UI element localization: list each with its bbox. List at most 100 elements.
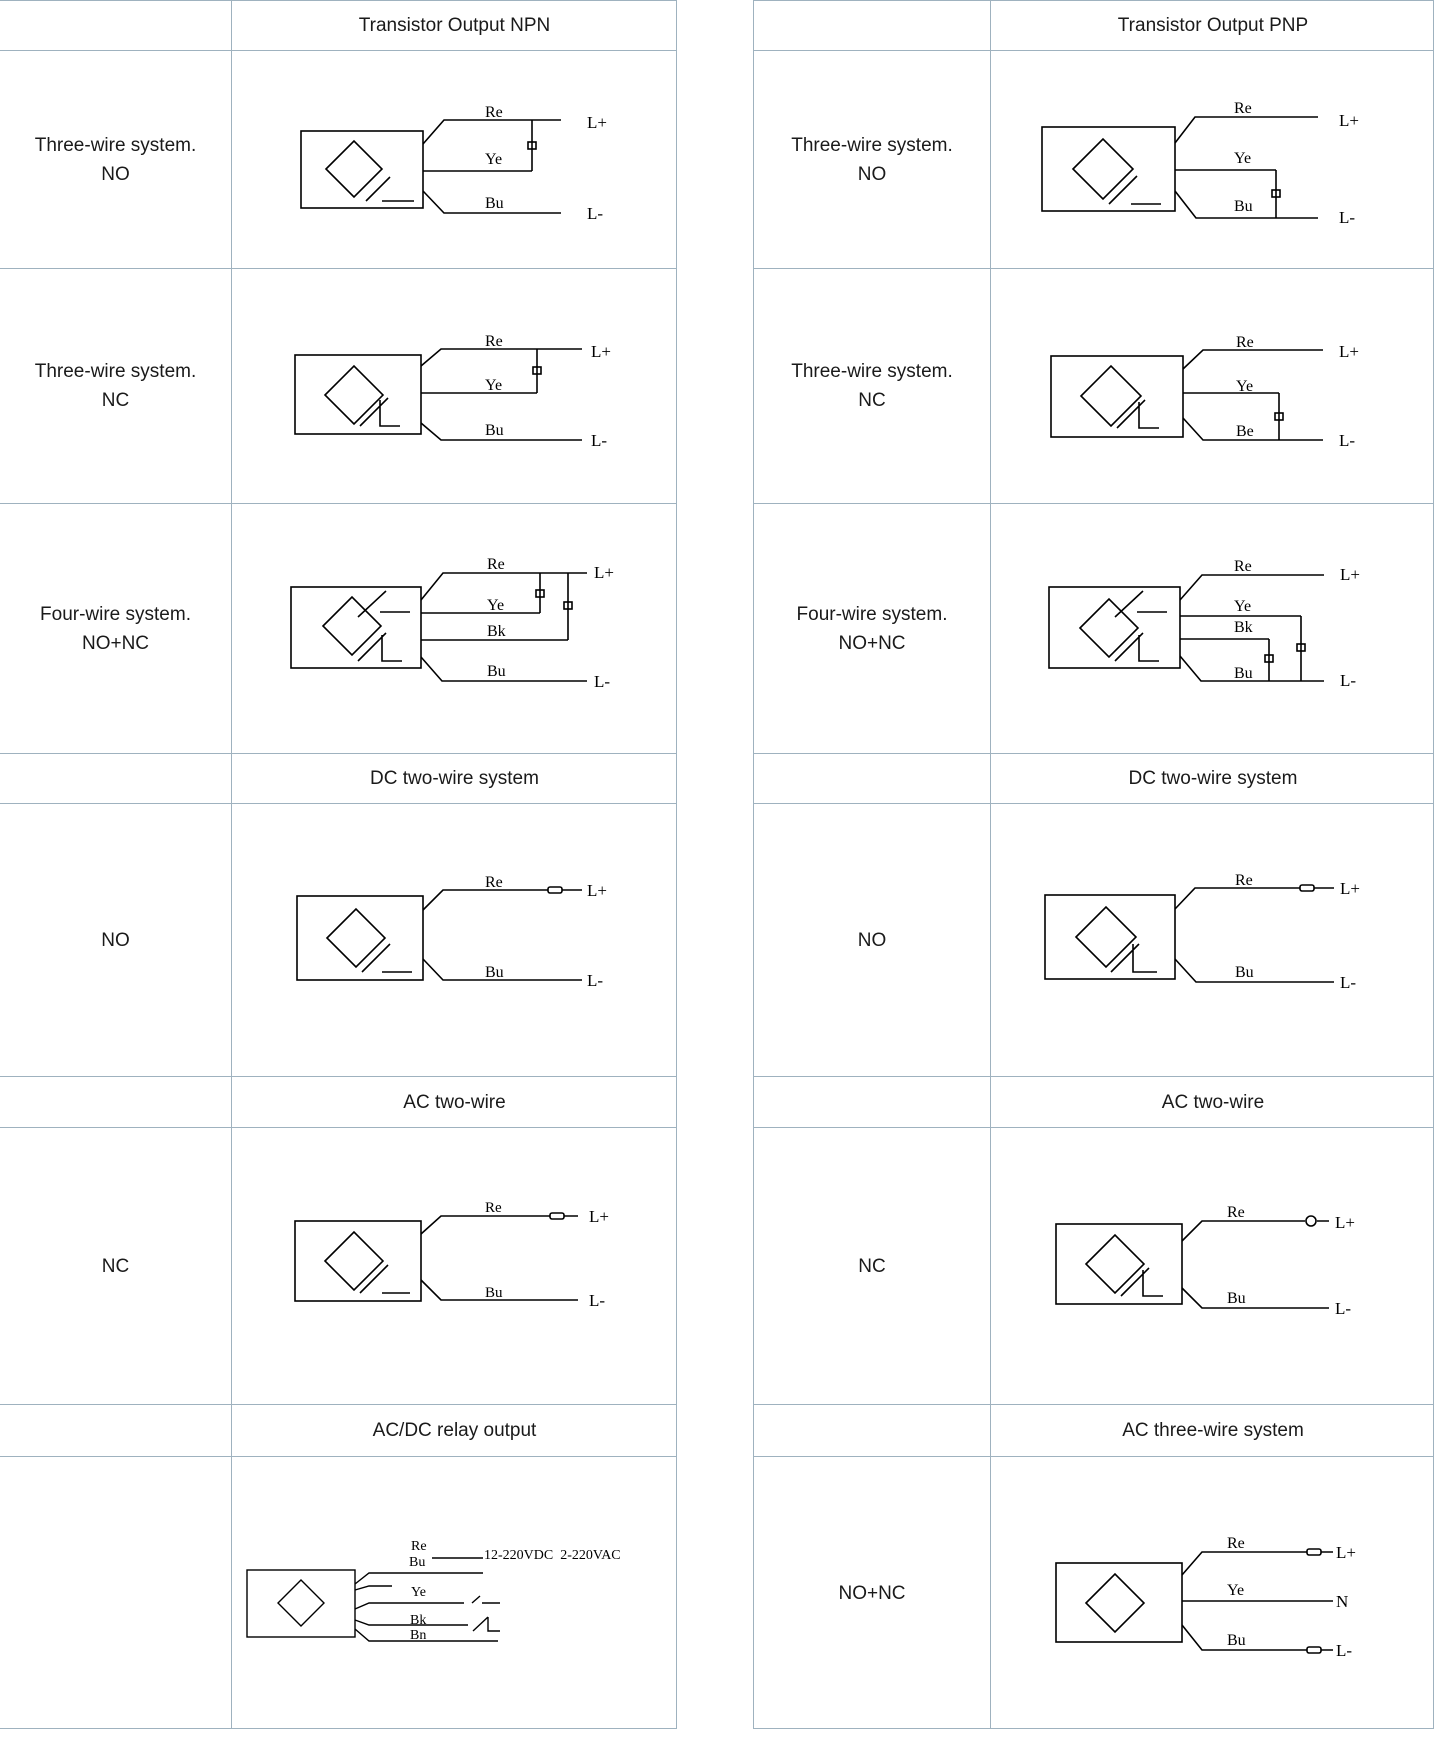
row-divider [0, 753, 676, 754]
wire-label: Bk [1234, 619, 1253, 636]
wire-label: Re [485, 104, 503, 121]
label-line: Three-wire system. [34, 134, 197, 156]
wire-label: Re [1227, 1204, 1245, 1221]
ac-two-wire-header: AC two-wire [403, 1091, 506, 1113]
terminal-label: N [1336, 1592, 1348, 1611]
dc-two-wire-header: DC two-wire system [1128, 768, 1298, 789]
wire-label: Bu [1234, 198, 1253, 215]
terminal-label: L+ [587, 881, 607, 900]
wire-label: Bu [1227, 1632, 1246, 1649]
wire-label: Ye [1234, 598, 1251, 615]
wire-label: Re [1234, 100, 1252, 117]
supply-voltage-label: 12-220VDC 2-220VAC [484, 1548, 621, 1563]
ac-two-wire-nc-diagram: Re Bu L+ L- [232, 1128, 677, 1404]
dc-two-wire-label: NO [101, 929, 130, 951]
label-line: Four-wire system. [796, 603, 948, 625]
terminal-label: L- [1339, 208, 1355, 227]
wire-label: Re [485, 333, 503, 350]
wire-label: Ye [1236, 378, 1253, 395]
wire-label: Re [487, 556, 505, 573]
row-divider [0, 1404, 676, 1405]
label-line: NO+NC [838, 632, 906, 654]
terminal-label: L- [1340, 671, 1356, 690]
ac-two-wire-nc-diagram: Re Bu L+ L- [991, 1128, 1435, 1404]
wire-label: Bu [1234, 665, 1253, 682]
row-divider [754, 1456, 1433, 1457]
row-divider [754, 1127, 1433, 1128]
relay-output-header: AC/DC relay output [372, 1420, 537, 1441]
wire-label: Bu [409, 1555, 425, 1570]
row-divider [0, 503, 676, 504]
row-divider [0, 1456, 676, 1457]
terminal-label: L+ [591, 342, 611, 361]
dc-two-wire-header: DC two-wire system [370, 768, 539, 789]
label-line: NC [101, 390, 130, 411]
ac-two-wire-header: AC two-wire [1161, 1091, 1265, 1113]
left-wiring-table: Transistor Output NPN Three-wire system.… [0, 0, 677, 1729]
wire-label: Ye [1234, 150, 1251, 167]
row-divider [754, 1076, 1433, 1077]
ac-three-wire-header: AC three-wire system [1122, 1420, 1304, 1441]
terminal-label: L+ [589, 1207, 609, 1226]
row-divider [754, 803, 1433, 804]
row-divider [754, 268, 1433, 269]
pnp-row1-label: Three-wire system. NO [754, 51, 990, 268]
wire-label: Ye [1227, 1582, 1244, 1599]
label-line: NO [101, 163, 130, 185]
terminal-label: L+ [587, 113, 607, 132]
terminal-label: L+ [1340, 879, 1360, 898]
npn-header: Transistor Output NPN [358, 15, 551, 36]
terminal-label: L+ [1339, 342, 1359, 361]
label-line: NC [858, 390, 886, 411]
pnp-three-wire-nc-diagram: Re Ye Be L+ L- [991, 269, 1435, 503]
row-divider [754, 1404, 1433, 1405]
wire-label: Ye [487, 597, 504, 614]
wire-label: Re [411, 1539, 427, 1554]
wire-label: Bu [1227, 1290, 1246, 1307]
row-divider [0, 1076, 676, 1077]
row-divider [0, 1127, 676, 1128]
wire-label: Bu [485, 1285, 503, 1301]
label-line: NO+NC [81, 632, 150, 654]
pnp-four-wire-diagram: Re Ye Bk Bu L+ L- [991, 504, 1435, 753]
terminal-label: L+ [594, 563, 614, 582]
ac-three-wire-diagram: Re Ye Bu L+ N L- [991, 1457, 1435, 1730]
wire-label: Bu [485, 195, 504, 212]
ac-two-wire-label: NC [101, 1255, 130, 1277]
relay-output-diagram: Re Bu Ye Bk Bn 12-220VDC 2-220VAC [232, 1457, 677, 1730]
wire-label: Bu [1235, 964, 1254, 981]
wire-label: Ye [485, 151, 502, 168]
pnp-header: Transistor Output PNP [1117, 15, 1309, 36]
wire-label: Bu [487, 663, 506, 680]
npn-row1-label: Three-wire system. NO [0, 51, 231, 268]
wire-label: Ye [485, 377, 502, 394]
wire-label: Bk [410, 1613, 426, 1628]
npn-row3-label: Four-wire system. NO+NC [0, 504, 231, 753]
wire-label: Bu [485, 964, 504, 981]
terminal-label: L- [1340, 973, 1356, 992]
ac-three-wire-label: NO+NC [838, 1583, 906, 1604]
wire-label: Re [1235, 872, 1253, 889]
dc-two-wire-no-diagram: Re Bu L+ L- [232, 804, 677, 1076]
label-line: Four-wire system. [40, 603, 191, 625]
wire-label: Be [1236, 423, 1254, 440]
terminal-label: L+ [1335, 1213, 1355, 1232]
row-divider [754, 503, 1433, 504]
pnp-row3-label: Four-wire system. NO+NC [754, 504, 990, 753]
row-divider [0, 803, 676, 804]
label-line: Three-wire system. [791, 134, 953, 156]
terminal-label: L- [594, 672, 610, 691]
row-divider [0, 268, 676, 269]
dc-two-wire-label: NO [857, 929, 887, 951]
terminal-label: L- [1339, 431, 1355, 450]
npn-row2-label: Three-wire system. NC [0, 269, 231, 503]
wire-label: Re [1236, 334, 1254, 351]
wire-label: Re [1227, 1535, 1245, 1552]
row-divider [0, 50, 676, 51]
npn-three-wire-nc-diagram: Re Ye Bu L+ L- [232, 269, 677, 503]
terminal-label: L+ [1340, 565, 1360, 584]
wire-label: Bn [410, 1628, 426, 1643]
wire-label: Re [485, 874, 503, 891]
terminal-label: L+ [1339, 111, 1359, 130]
label-line: Three-wire system. [791, 361, 953, 382]
